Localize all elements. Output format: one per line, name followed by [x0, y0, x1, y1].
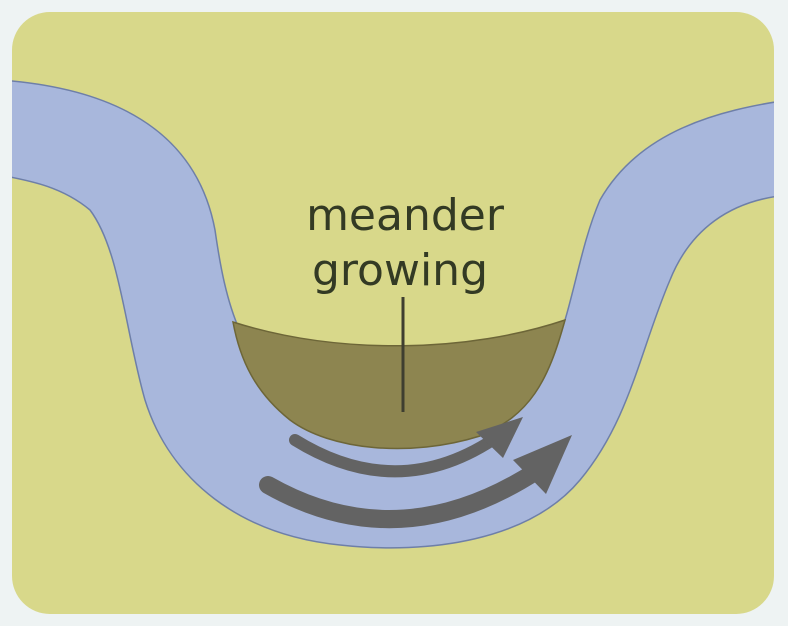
- label-line-1: meander: [306, 190, 505, 241]
- label-line-2: growing: [312, 245, 488, 296]
- inner-flow-arrowhead: [476, 417, 523, 458]
- outer-flow-arrowhead: [513, 435, 572, 494]
- outer-flow-arrow: [259, 461, 547, 529]
- inner-flow-arrow: [289, 429, 506, 478]
